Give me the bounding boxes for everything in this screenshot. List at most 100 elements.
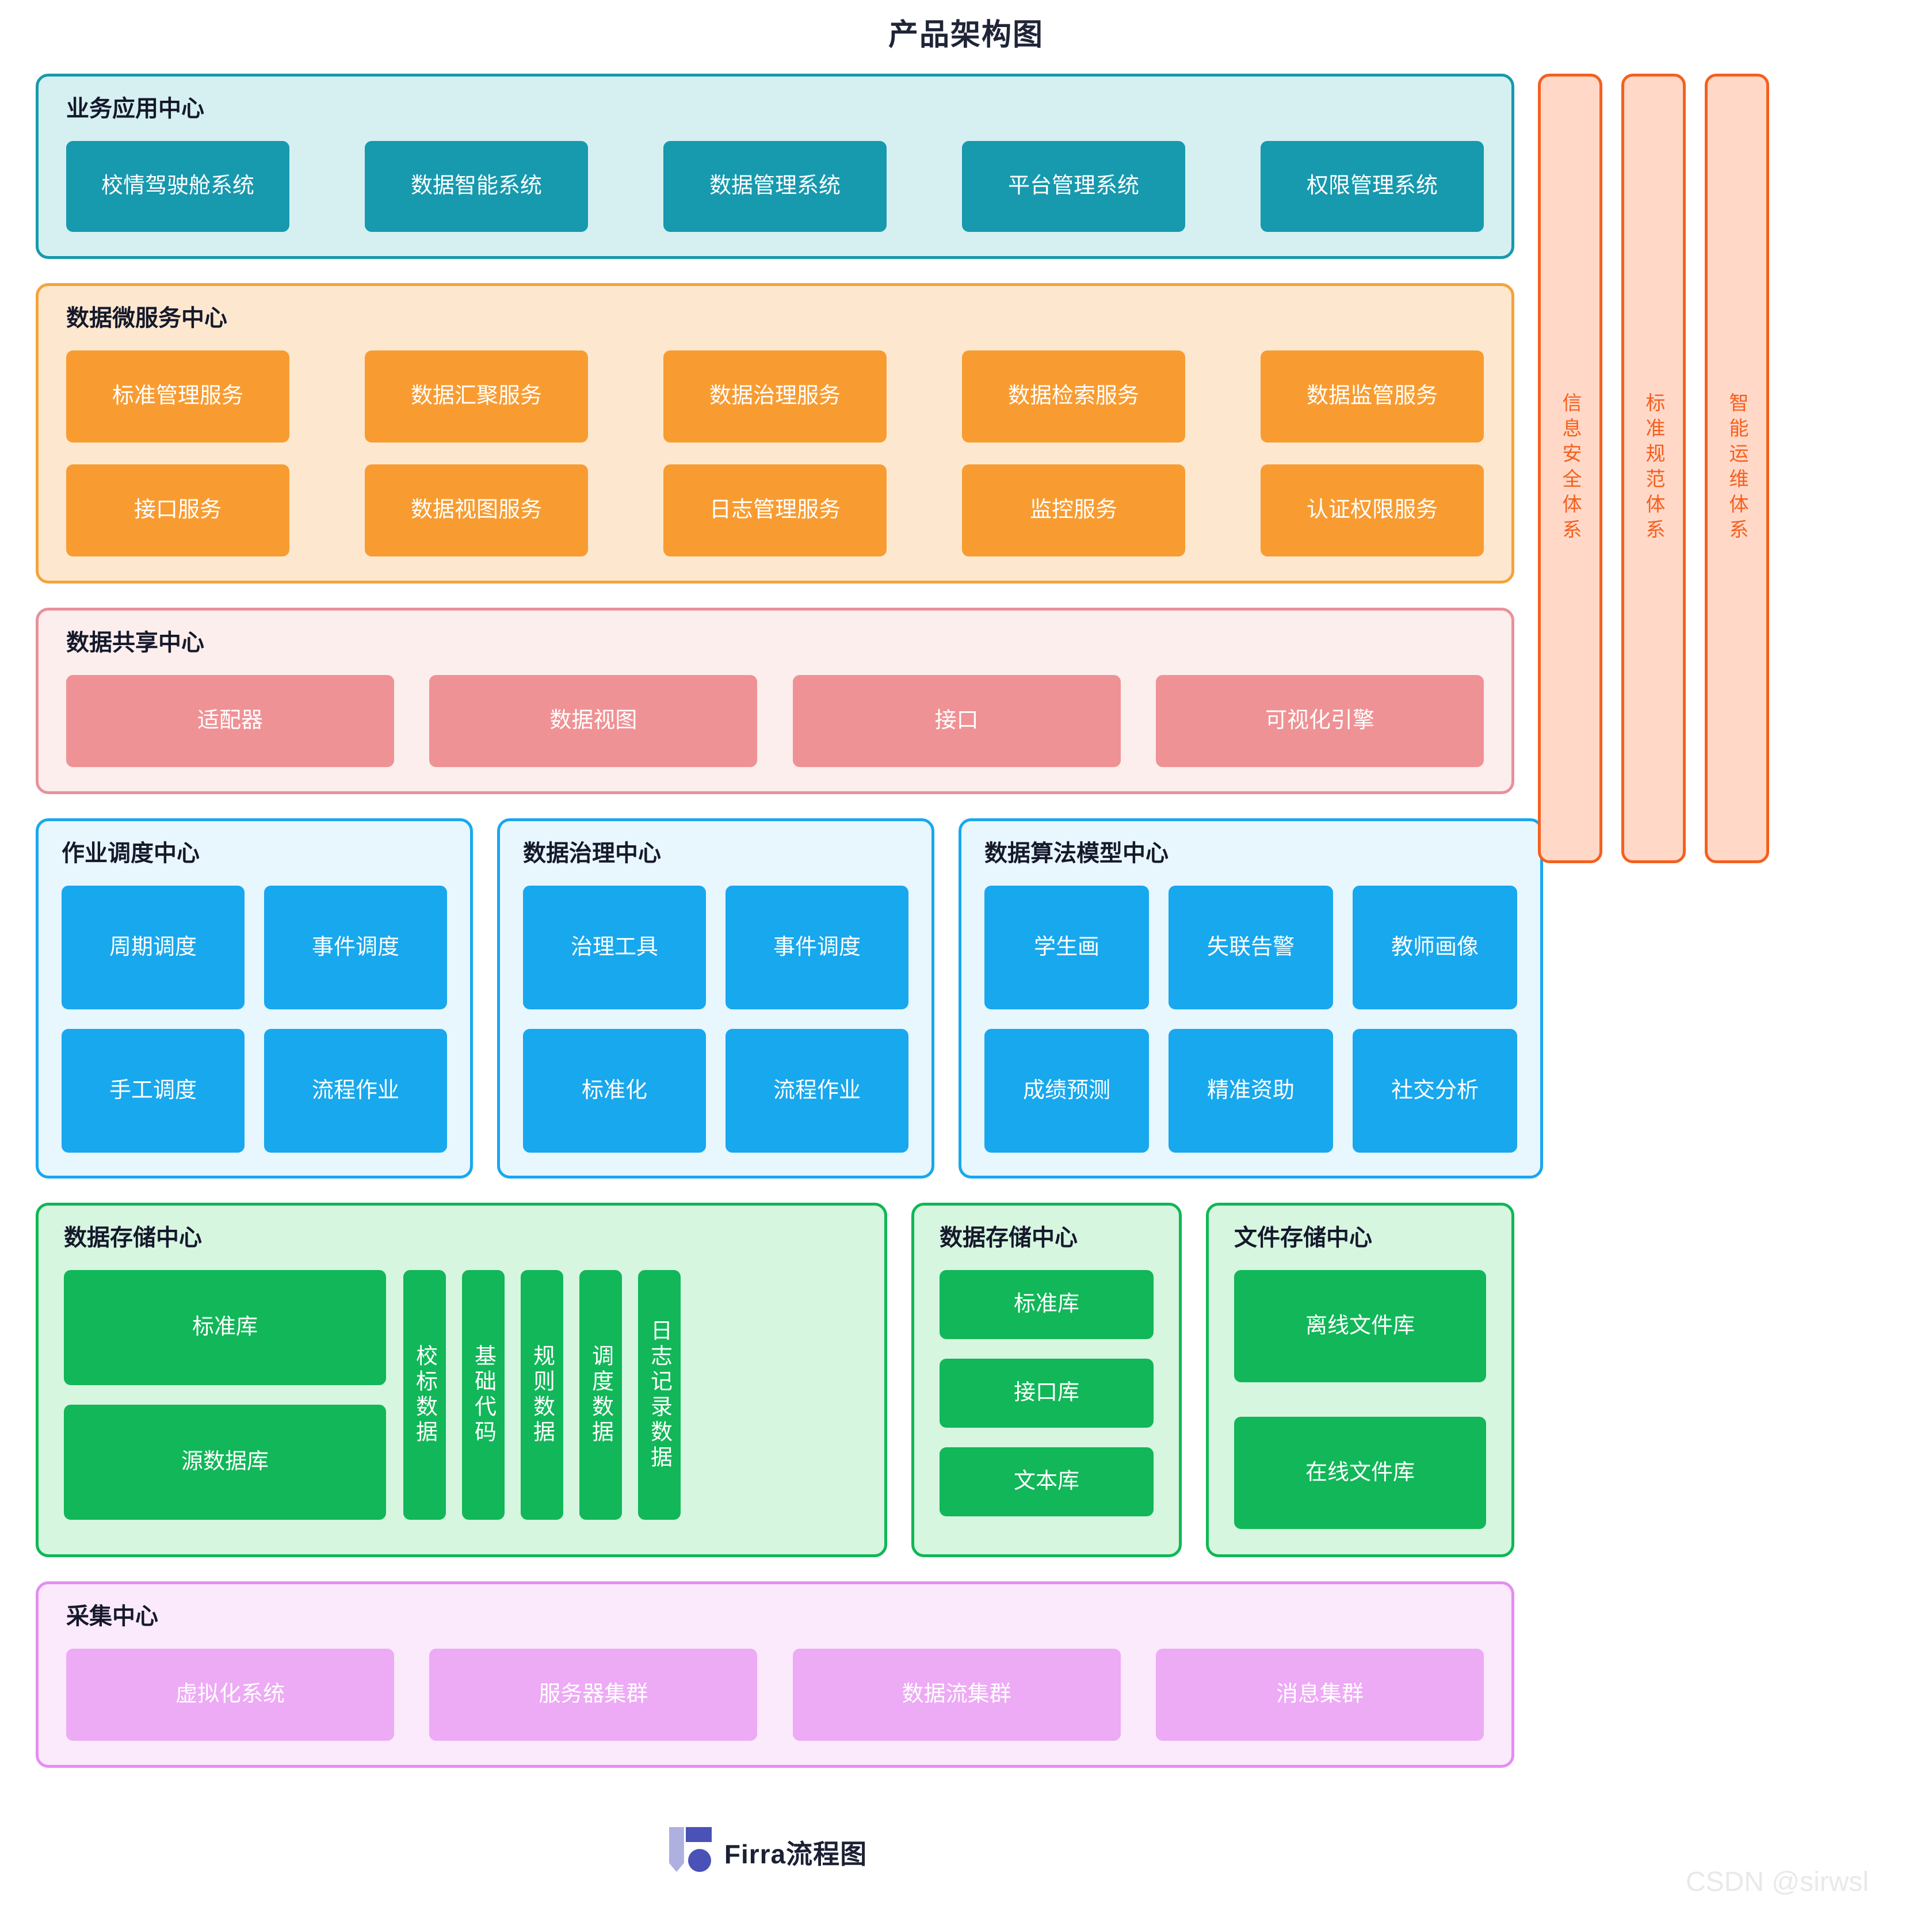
tile-share-2[interactable]: 接口	[792, 675, 1121, 767]
tile-algorithm-r1-0[interactable]: 学生画	[984, 886, 1149, 1009]
tile-storage-file-1[interactable]: 在线文件库	[1234, 1417, 1486, 1529]
tile-storage-main-wide-1[interactable]: 源数据库	[64, 1405, 386, 1520]
governance-row-1: 治理工具 事件调度	[523, 886, 908, 1009]
tile-collect-0[interactable]: 虚拟化系统	[66, 1649, 394, 1741]
section-title-algorithm: 数据算法模型中心	[984, 841, 1169, 866]
scheduling-row-2: 手工调度 流程作业	[62, 1029, 447, 1153]
algorithm-row-1: 学生画 失联告警 教师画像	[984, 886, 1517, 1009]
section-job-scheduling-center: 作业调度中心 周期调度 事件调度 手工调度 流程作业	[36, 818, 473, 1179]
microservice-tile-row-1: 标准管理服务 数据汇聚服务 数据治理服务 数据检索服务 数据监管服务	[66, 350, 1484, 443]
tile-storage-main-wide-0[interactable]: 标准库	[64, 1270, 386, 1385]
storage-main-vertical-group: 校标数据 基础代码 规则数据 调度数据 日志记录数据	[403, 1270, 681, 1520]
tile-collect-2[interactable]: 数据流集群	[792, 1649, 1121, 1741]
section-title-business: 业务应用中心	[66, 96, 204, 121]
tile-algorithm-r2-0[interactable]: 成绩预测	[984, 1029, 1149, 1153]
tile-microservice-r2-3[interactable]: 监控服务	[962, 464, 1185, 556]
tile-scheduling-r2-0[interactable]: 手工调度	[62, 1029, 245, 1153]
section-title-microservice: 数据微服务中心	[66, 306, 227, 331]
section-collection-center: 采集中心 虚拟化系统 服务器集群 数据流集群 消息集群	[36, 1581, 1514, 1768]
csdn-watermark: CSDN @sirwsl	[1686, 1867, 1869, 1897]
tile-scheduling-r1-0[interactable]: 周期调度	[62, 886, 245, 1009]
tile-microservice-r1-3[interactable]: 数据检索服务	[962, 350, 1185, 443]
firra-logo-icon	[669, 1827, 712, 1878]
tile-algorithm-r1-1[interactable]: 失联告警	[1169, 886, 1333, 1009]
tile-storage-file-0[interactable]: 离线文件库	[1234, 1270, 1486, 1382]
section-title-storage-sub: 数据存储中心	[940, 1225, 1078, 1250]
logo-pennant-shape	[669, 1827, 684, 1872]
algorithm-row-2: 成绩预测 精准资助 社交分析	[984, 1029, 1517, 1153]
section-data-storage-center-main: 数据存储中心 标准库 源数据库 校标数据 基础代码 规则数据 调度数据 日志记录…	[36, 1203, 887, 1557]
tile-storage-main-vertical-2[interactable]: 规则数据	[521, 1270, 563, 1520]
tile-storage-sub-2[interactable]: 文本库	[940, 1447, 1154, 1516]
tile-algorithm-r2-1[interactable]: 精准资助	[1169, 1029, 1333, 1153]
tile-business-1[interactable]: 数据智能系统	[365, 141, 588, 232]
collect-tile-row: 虚拟化系统 服务器集群 数据流集群 消息集群	[66, 1649, 1484, 1741]
section-data-storage-center-sub: 数据存储中心 标准库 接口库 文本库	[911, 1203, 1182, 1557]
section-title-scheduling: 作业调度中心	[62, 841, 200, 866]
governance-row-2: 标准化 流程作业	[523, 1029, 908, 1153]
section-data-microservice-center: 数据微服务中心 标准管理服务 数据汇聚服务 数据治理服务 数据检索服务 数据监管…	[36, 283, 1514, 584]
section-data-algorithm-model-center: 数据算法模型中心 学生画 失联告警 教师画像 成绩预测 精准资助 社交分析	[959, 818, 1543, 1179]
system-bar-intelligent-operations[interactable]: 智能运维体系	[1705, 74, 1769, 863]
tile-storage-sub-1[interactable]: 接口库	[940, 1359, 1154, 1428]
system-bar-standard-specification[interactable]: 标准规范体系	[1621, 74, 1686, 863]
microservice-tile-row-2: 接口服务 数据视图服务 日志管理服务 监控服务 认证权限服务	[66, 464, 1484, 556]
tile-share-0[interactable]: 适配器	[66, 675, 394, 767]
section-title-governance: 数据治理中心	[523, 841, 661, 866]
tile-governance-r2-1[interactable]: 流程作业	[726, 1029, 908, 1153]
tile-storage-main-vertical-4[interactable]: 日志记录数据	[638, 1270, 681, 1520]
tile-microservice-r2-2[interactable]: 日志管理服务	[663, 464, 887, 556]
footer-brand: Firra流程图	[0, 1827, 1536, 1878]
tile-storage-main-vertical-3[interactable]: 调度数据	[579, 1270, 622, 1520]
middle-band: 作业调度中心 周期调度 事件调度 手工调度 流程作业 数据治理中心 治理工具 事…	[36, 818, 1543, 1179]
tile-algorithm-r1-2[interactable]: 教师画像	[1353, 886, 1517, 1009]
footer-brand-label: Firra流程图	[724, 1839, 868, 1869]
tile-business-4[interactable]: 权限管理系统	[1261, 141, 1484, 232]
tile-scheduling-r2-1[interactable]: 流程作业	[264, 1029, 447, 1153]
tile-microservice-r2-4[interactable]: 认证权限服务	[1261, 464, 1484, 556]
storage-sub-stack: 标准库 接口库 文本库	[940, 1270, 1154, 1516]
tile-microservice-r2-1[interactable]: 数据视图服务	[365, 464, 588, 556]
system-bar-label-2: 智能运维体系	[1726, 392, 1748, 544]
section-title-collect: 采集中心	[66, 1604, 158, 1629]
section-title-storage-main: 数据存储中心	[64, 1225, 202, 1250]
tile-storage-sub-0[interactable]: 标准库	[940, 1270, 1154, 1339]
system-bar-label-1: 标准规范体系	[1643, 392, 1664, 544]
tile-microservice-r1-1[interactable]: 数据汇聚服务	[365, 350, 588, 443]
tile-storage-main-vertical-1[interactable]: 基础代码	[462, 1270, 505, 1520]
section-data-sharing-center: 数据共享中心 适配器 数据视图 接口 可视化引擎	[36, 608, 1514, 794]
tile-storage-main-vertical-0[interactable]: 校标数据	[403, 1270, 446, 1520]
tile-algorithm-r2-2[interactable]: 社交分析	[1353, 1029, 1517, 1153]
section-title-share: 数据共享中心	[66, 630, 204, 655]
tile-microservice-r2-0[interactable]: 接口服务	[66, 464, 289, 556]
tile-business-3[interactable]: 平台管理系统	[962, 141, 1185, 232]
tile-microservice-r1-2[interactable]: 数据治理服务	[663, 350, 887, 443]
tile-collect-1[interactable]: 服务器集群	[429, 1649, 758, 1741]
tile-governance-r1-0[interactable]: 治理工具	[523, 886, 706, 1009]
tile-business-0[interactable]: 校情驾驶舱系统	[66, 141, 289, 232]
tile-microservice-r1-4[interactable]: 数据监管服务	[1261, 350, 1484, 443]
main-column: 业务应用中心 校情驾驶舱系统 数据智能系统 数据管理系统 平台管理系统 权限管理…	[36, 74, 1543, 1792]
storage-file-stack: 离线文件库 在线文件库	[1234, 1270, 1486, 1529]
storage-main-content: 标准库 源数据库 校标数据 基础代码 规则数据 调度数据 日志记录数据	[64, 1270, 859, 1520]
tile-share-3[interactable]: 可视化引擎	[1155, 675, 1484, 767]
storage-main-wide-stack: 标准库 源数据库	[64, 1270, 386, 1520]
logo-square-shape	[685, 1827, 712, 1842]
tile-business-2[interactable]: 数据管理系统	[663, 141, 887, 232]
tile-share-1[interactable]: 数据视图	[429, 675, 758, 767]
tile-microservice-r1-0[interactable]: 标准管理服务	[66, 350, 289, 443]
business-tile-row: 校情驾驶舱系统 数据智能系统 数据管理系统 平台管理系统 权限管理系统	[66, 141, 1484, 232]
system-bar-information-security[interactable]: 信息安全体系	[1538, 74, 1602, 863]
logo-circle-shape	[688, 1849, 711, 1872]
tile-governance-r2-0[interactable]: 标准化	[523, 1029, 706, 1153]
tile-scheduling-r1-1[interactable]: 事件调度	[264, 886, 447, 1009]
tile-collect-3[interactable]: 消息集群	[1155, 1649, 1484, 1741]
scheduling-row-1: 周期调度 事件调度	[62, 886, 447, 1009]
storage-band: 数据存储中心 标准库 源数据库 校标数据 基础代码 规则数据 调度数据 日志记录…	[36, 1203, 1514, 1557]
share-tile-row: 适配器 数据视图 接口 可视化引擎	[66, 675, 1484, 767]
tile-governance-r1-1[interactable]: 事件调度	[726, 886, 908, 1009]
page-title: 产品架构图	[888, 18, 1044, 52]
section-data-governance-center: 数据治理中心 治理工具 事件调度 标准化 流程作业	[497, 818, 934, 1179]
system-bar-label-0: 信息安全体系	[1559, 392, 1581, 544]
